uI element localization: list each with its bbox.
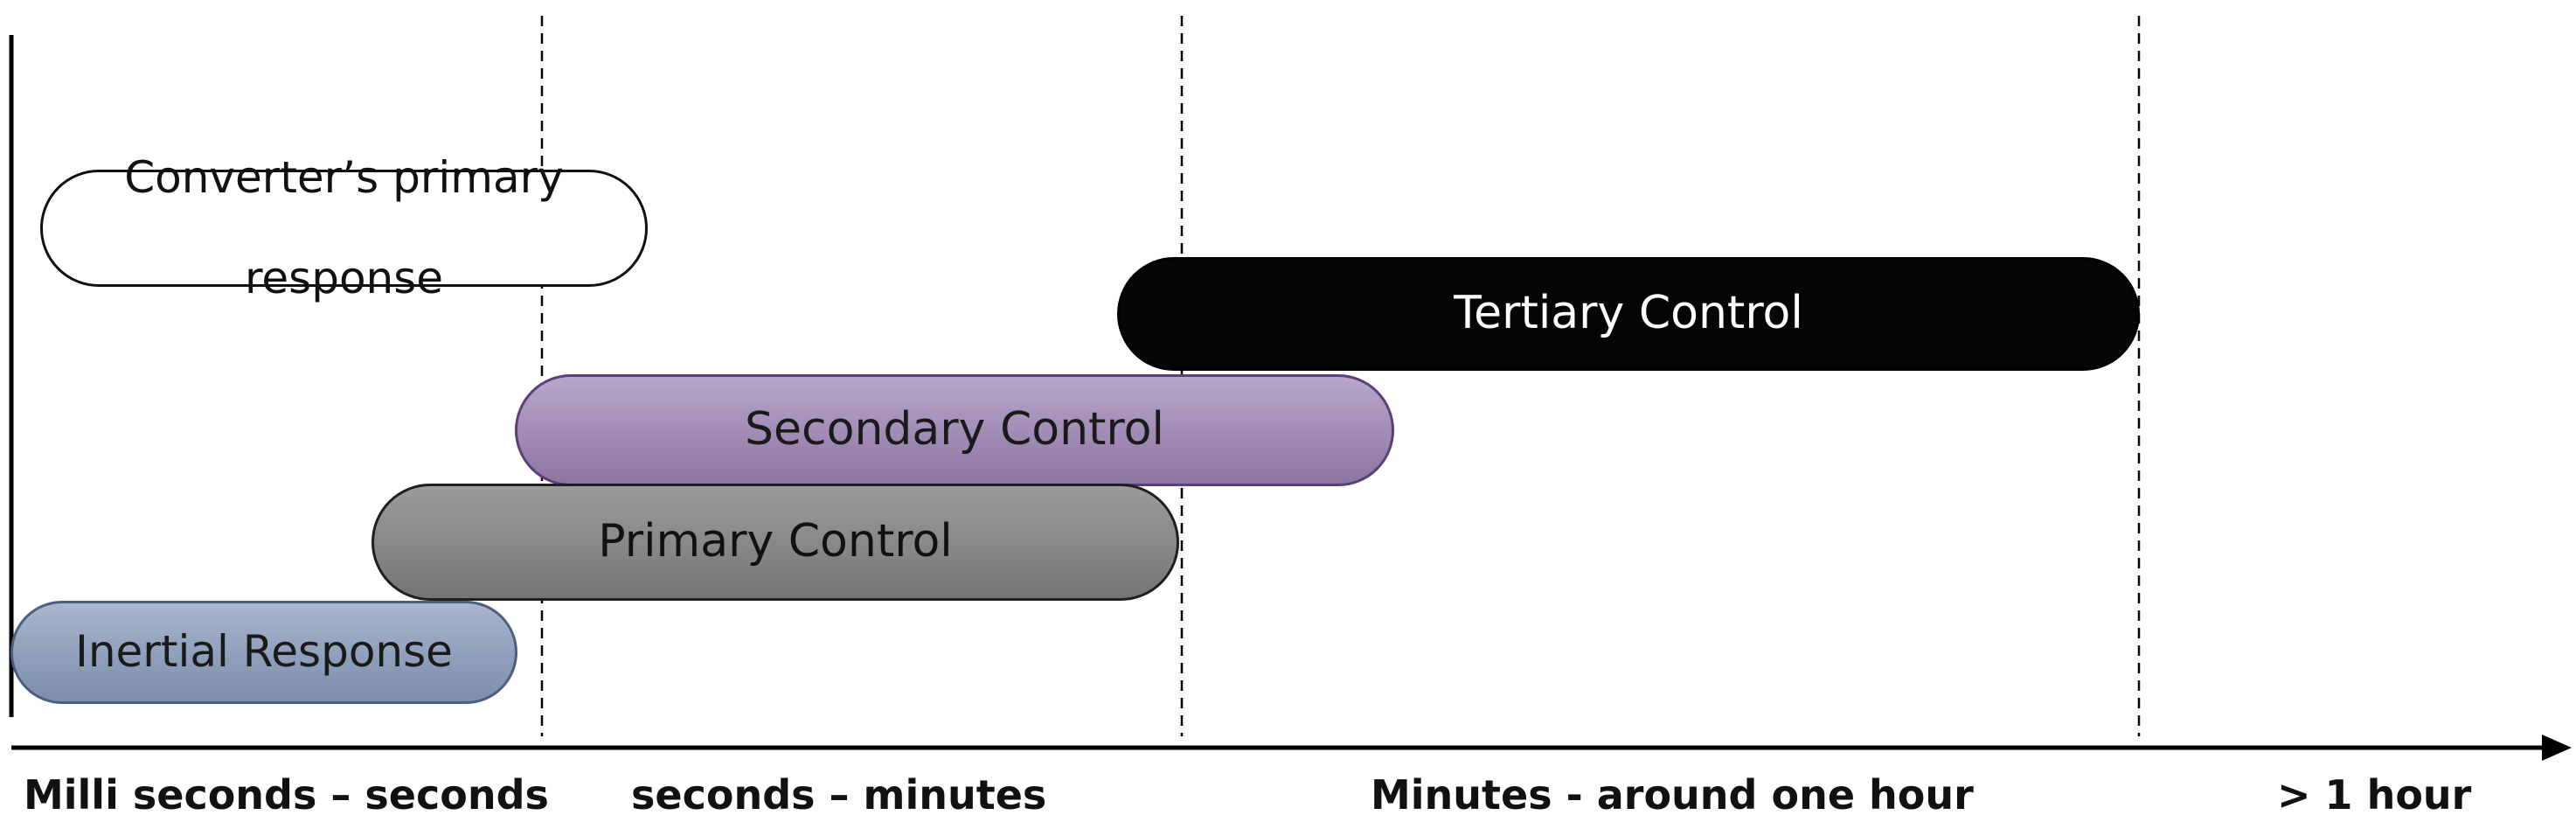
time-axis-arrowhead: [2542, 735, 2572, 761]
converter-box-line-1: Converter’s primary: [124, 151, 564, 203]
primary-control-box: Primary Control: [371, 484, 1179, 601]
phase-label-minutes-hour: Minutes - around one hour: [1371, 771, 1974, 819]
secondary-control-box: Secondary Control: [515, 374, 1394, 486]
tertiary-control-box: Tertiary Control: [1117, 257, 2140, 371]
converter-box-line-2: response: [244, 252, 444, 303]
converter-primary-response-box: Converter’s primary response: [40, 152, 648, 303]
inertial-response-box: Inertial Response: [10, 601, 517, 704]
secondary-control-label: Secondary Control: [745, 403, 1164, 456]
phase-label-seconds-minutes: seconds – minutes: [631, 771, 1047, 819]
tertiary-control-label: Tertiary Control: [1454, 287, 1803, 340]
phase-label-over-hour: > 1 hour: [2277, 771, 2472, 819]
phase-label-milliseconds: Milli seconds – seconds: [24, 771, 549, 819]
primary-control-label: Primary Control: [598, 515, 953, 568]
inertial-response-label: Inertial Response: [75, 626, 453, 678]
